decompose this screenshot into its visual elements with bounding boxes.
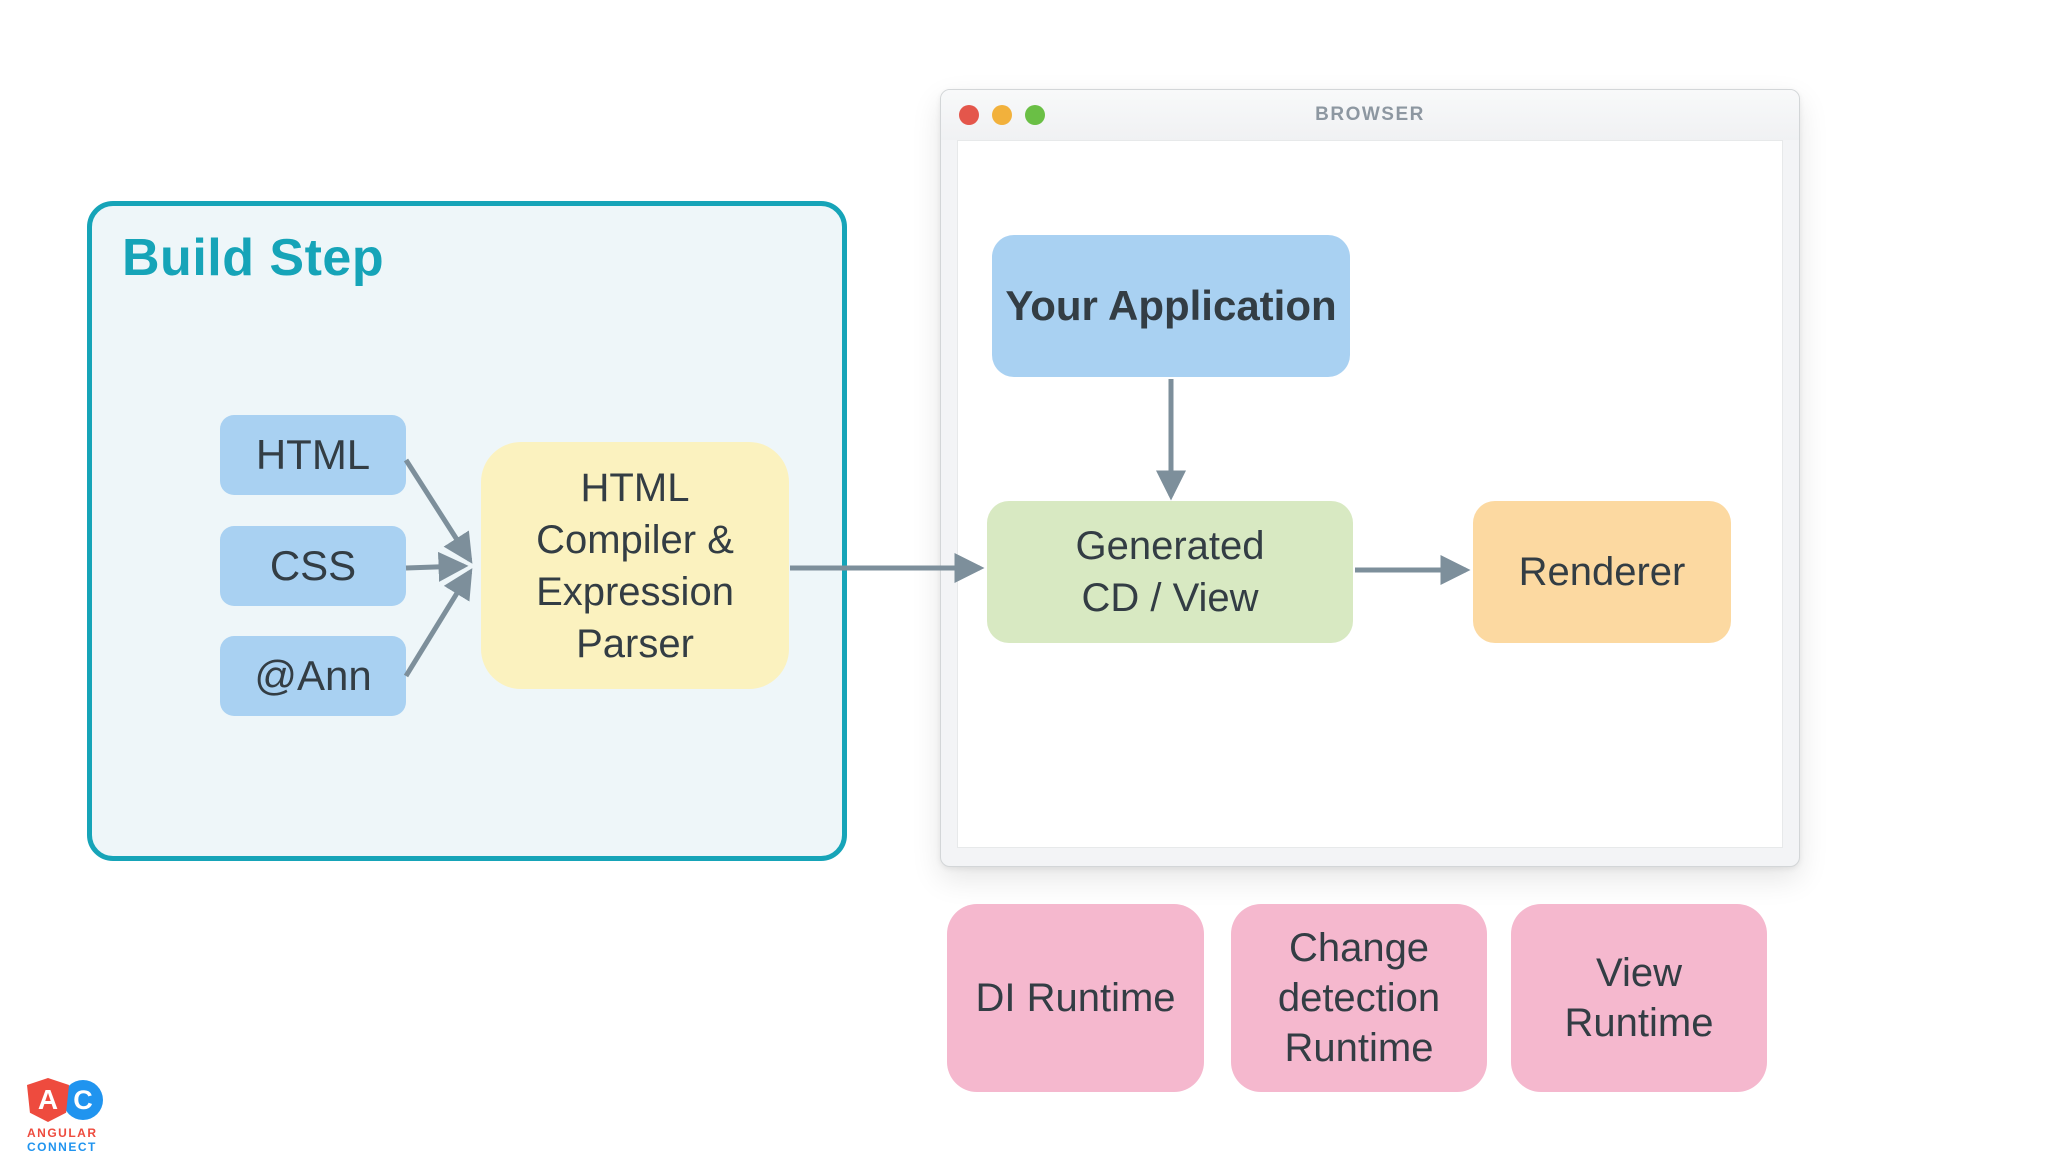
node-renderer-label: Renderer: [1518, 550, 1686, 594]
logo-text-angular: ANGULAR: [27, 1126, 98, 1140]
node-css-source: CSS: [220, 526, 406, 606]
logo-marks: A C: [27, 1078, 137, 1122]
close-button[interactable]: [959, 105, 979, 125]
node-html-compiler-label: HTML Compiler & Expression Parser: [536, 465, 734, 666]
logo-letter-c: C: [73, 1084, 93, 1115]
logo-letter-a: A: [37, 1084, 59, 1115]
logo-text-connect: CONNECT: [27, 1140, 97, 1152]
browser-titlebar: BROWSER: [941, 90, 1799, 140]
node-html-label: HTML: [255, 430, 371, 478]
node-html-source: HTML: [220, 415, 406, 495]
node-generated-cd-view-label: Generated CD / View: [1075, 524, 1265, 620]
node-view-runtime-label: View Runtime: [1564, 951, 1714, 1045]
node-css-label: CSS: [269, 541, 357, 589]
build-step-title: Build Step: [122, 229, 385, 287]
node-view-runtime: View Runtime: [1511, 904, 1767, 1092]
window-controls: [959, 105, 1045, 125]
node-html-compiler: HTML Compiler & Expression Parser: [481, 442, 789, 689]
node-annotations-label: @Ann: [254, 651, 372, 699]
browser-window: BROWSER: [940, 89, 1800, 867]
browser-title: BROWSER: [1315, 104, 1425, 125]
node-change-detection-runtime: Change detection Runtime: [1231, 904, 1487, 1092]
angularconnect-logo: A C ANGULAR CONNECT: [27, 1078, 137, 1152]
node-generated-cd-view: Generated CD / View: [987, 501, 1353, 643]
node-renderer: Renderer: [1473, 501, 1731, 643]
node-di-runtime-label: DI Runtime: [975, 976, 1176, 1020]
node-your-application-label: Your Application: [1005, 281, 1337, 329]
angular-shield-icon: A: [27, 1078, 69, 1122]
connect-circle-icon: C: [63, 1080, 103, 1120]
node-change-detection-runtime-label: Change detection Runtime: [1277, 926, 1441, 1070]
minimize-button[interactable]: [992, 105, 1012, 125]
node-di-runtime: DI Runtime: [947, 904, 1204, 1092]
node-your-application: Your Application: [992, 235, 1350, 377]
node-annotations-source: @Ann: [220, 636, 406, 716]
zoom-button[interactable]: [1025, 105, 1045, 125]
